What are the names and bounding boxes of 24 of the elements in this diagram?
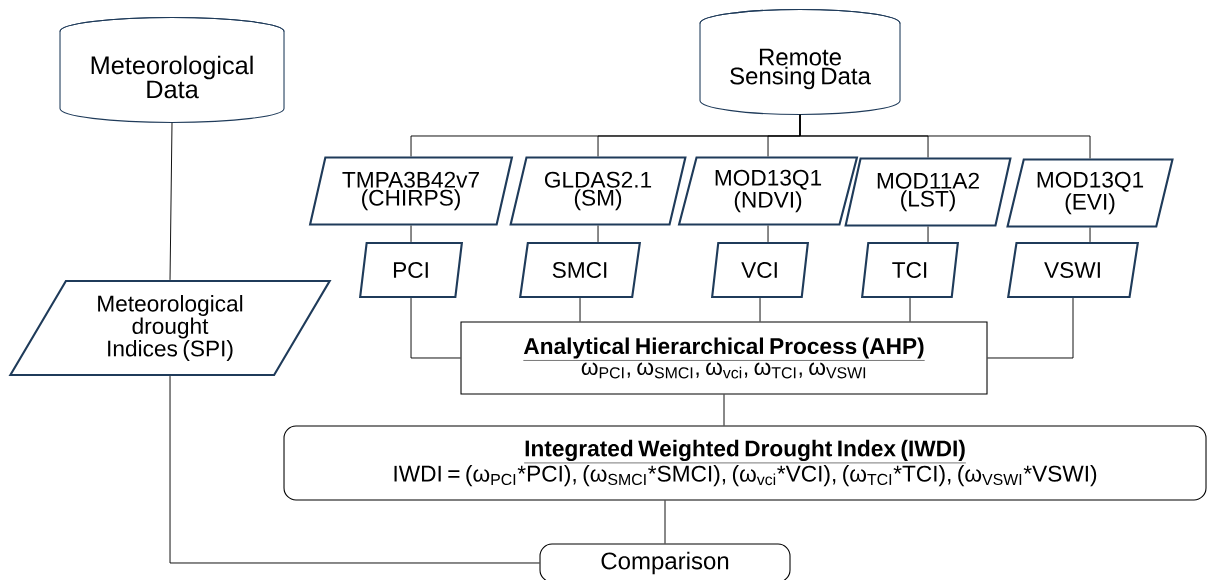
connector-line [410, 297, 461, 359]
rounded-box: Integrated Weighted Drought Index (IWDI) IWDI = (ω$_{PCI}$*PCI), (ω$_{SMCI}$*SMCI), (ω$_{vci}$*VCI), (ω$_{TCI}$*TCI), (ω$_{VSWI}$*VSWI) [283, 425, 1207, 501]
data-parallelogram: GLDAS2.1 (SM) [509, 156, 687, 226]
data-parallelogram: SMCI [519, 241, 642, 299]
data-parallelogram: MOD13Q1 (EVI) [1006, 158, 1174, 228]
connector-line [579, 297, 581, 322]
connector-line [169, 375, 540, 564]
process-box: Analytical Hierarchical Process (AHP) ω$_{PCI}$, ω$_{SMCI}$, ω$_{vci}$, ω$_{TCI}$, ω$_{VSWI}$ [460, 321, 988, 395]
connector-line [169, 122, 173, 281]
database-cylinder: Meteorological Data [59, 16, 285, 124]
connector-line [723, 394, 725, 426]
connector-line [664, 500, 666, 544]
connector-line [597, 225, 599, 243]
connector-line [1089, 227, 1091, 243]
connector-line [759, 297, 761, 322]
connector-line [767, 225, 769, 243]
connector-line [987, 297, 1074, 359]
connector-line [410, 225, 412, 243]
connector-line [909, 297, 911, 322]
database-cylinder: Remote Sensing Data [699, 8, 901, 116]
connector-line [927, 226, 929, 243]
rounded-box: Comparison [539, 543, 791, 580]
data-parallelogram: MOD11A2 (LST) [844, 157, 1012, 227]
connector-line [799, 114, 1091, 159]
